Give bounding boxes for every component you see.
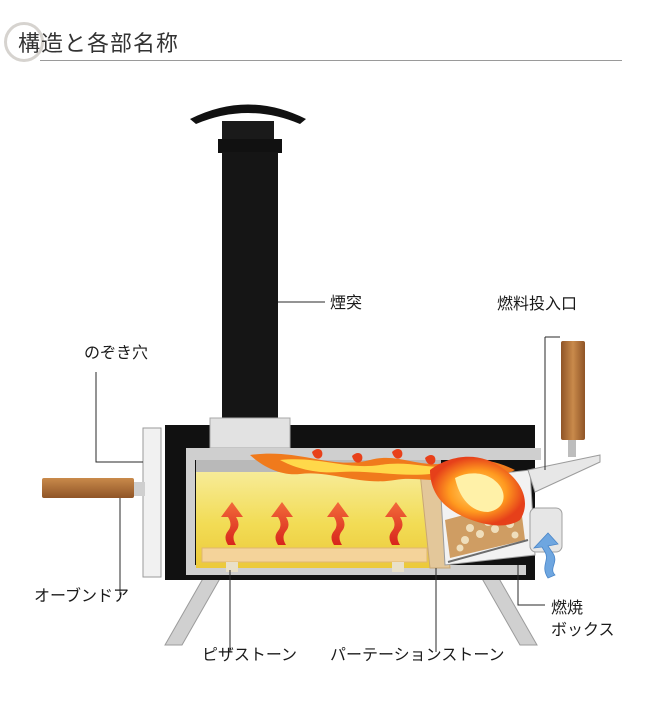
- oven-door-shape: [42, 427, 162, 578]
- label-chimney: 煙突: [330, 293, 363, 312]
- heat-arrows: [221, 502, 407, 545]
- chimney: [190, 104, 306, 418]
- fuel-inlet-shape: [527, 341, 601, 493]
- label-combustion-box-line2: ボックス: [551, 620, 615, 639]
- header-divider: [40, 60, 622, 61]
- legs: [164, 574, 538, 646]
- label-peephole: のぞき穴: [84, 343, 149, 362]
- label-pizza-stone: ピザストーン: [202, 645, 298, 664]
- header-circle-ornament: [4, 22, 44, 62]
- label-combustion-box-line1: 燃焼: [551, 598, 584, 617]
- label-oven-door: オーブンドア: [34, 586, 130, 605]
- section-header: 構造と各部名称: [0, 0, 650, 70]
- label-fuel-inlet: 燃料投入口: [497, 294, 578, 313]
- air-intake-arrow-icon: [532, 532, 559, 579]
- flames: [250, 449, 525, 526]
- leader-lines: [95, 301, 560, 652]
- page-title: 構造と各部名称: [18, 32, 180, 57]
- pizza-stone-shape: [201, 547, 428, 572]
- label-partition-stone: パーテーションストーン: [330, 645, 505, 664]
